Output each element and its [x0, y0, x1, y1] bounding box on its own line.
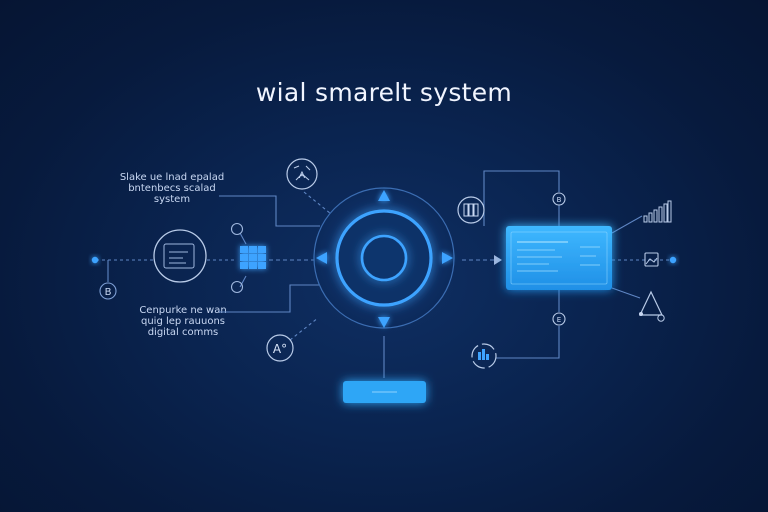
screen-arrow-icon	[494, 255, 502, 265]
connector-top-label	[219, 195, 320, 227]
nodes-icon	[293, 165, 311, 181]
svg-text:B: B	[557, 196, 562, 204]
connector-grid-node-top	[239, 232, 247, 245]
top-circle-node: A	[286, 158, 318, 190]
diagram-title: wial smarelt system	[255, 78, 513, 107]
hub-arrow-right	[442, 252, 453, 264]
document-icon	[163, 243, 195, 269]
connector-lower-circle	[289, 317, 319, 341]
screen-panel	[506, 226, 612, 290]
connector-grid-node-bottom	[239, 275, 247, 288]
right-node-top	[552, 192, 566, 206]
connector-screen-bars	[611, 215, 643, 234]
grid-node-top	[230, 222, 244, 236]
bottom-left-label: Cenpurke ne wan quig lep rauuons digital…	[139, 305, 227, 338]
triangle-icon	[639, 290, 665, 322]
screen-display	[506, 226, 612, 290]
server-icon	[457, 196, 485, 224]
left-small-node-icon: B	[105, 287, 112, 298]
grid-node-bottom	[230, 280, 244, 294]
lower-circle-node: A°	[266, 334, 294, 362]
svg-text:E: E	[557, 316, 561, 324]
connector-screen-top	[483, 170, 560, 226]
hub-arrow-left	[316, 252, 327, 264]
hub-arrow-up	[378, 190, 390, 201]
right-node-bottom	[552, 312, 566, 326]
left-small-node	[99, 282, 117, 300]
connector-screen-triangle	[611, 287, 641, 299]
left-document-node	[153, 229, 207, 283]
bottom-bar	[343, 381, 426, 403]
letter-icon: A°	[273, 342, 287, 356]
svg-text:A: A	[299, 171, 306, 181]
connector-bottom-label	[219, 284, 320, 313]
bar-chart-icon	[643, 200, 672, 223]
image-icon	[644, 252, 659, 267]
hub-inner-ring	[360, 234, 408, 282]
top-left-label: Slake ue lnad epalad bntenbecs scalad sy…	[119, 172, 225, 205]
right-endpoint-dot	[669, 256, 677, 264]
left-endpoint-dot	[91, 256, 99, 264]
central-hub	[313, 187, 455, 329]
hub-arrow-down	[378, 317, 390, 328]
connector-screen-chart	[496, 326, 560, 359]
connector-top-circle	[303, 191, 337, 219]
grid-icon	[240, 246, 266, 269]
chart-circle-icon	[471, 343, 497, 369]
connectors	[96, 170, 672, 378]
